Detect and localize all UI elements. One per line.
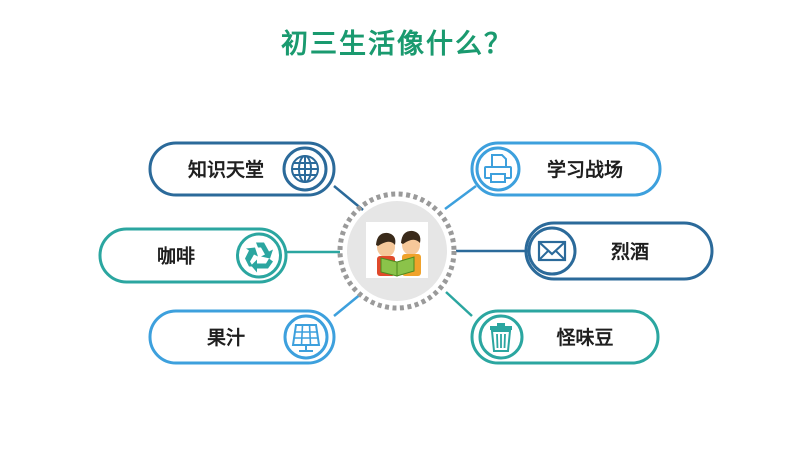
node-guaiweidou: 怪味豆 [470,309,660,365]
trash-icon [490,323,512,352]
node-label-guaiweidou: 怪味豆 [556,326,613,349]
printer-icon [484,154,512,183]
connector-xuexizhanchang [444,184,477,211]
node-guozhi: 果汁 [148,309,336,365]
connector-guozhi [333,292,363,317]
node-liejiu: 烈酒 [524,221,714,281]
node-pill [524,221,714,281]
solar-panel-icon [291,324,321,352]
node-xuexizhanchang: 学习战场 [470,141,662,197]
diagram-title: 初三生活像什么？ [281,29,513,60]
icon-circle [527,226,577,276]
mail-icon [537,240,567,262]
center-node [337,191,457,311]
recycle-icon [245,242,273,273]
node-kafei: 咖啡 [98,227,288,284]
connectors [286,184,526,317]
node-pill [470,141,662,197]
icon-circle [236,232,282,279]
two-children-reading-image [366,222,428,278]
icon-circle [475,146,521,192]
node-label-xuexizhanchang: 学习战场 [547,158,623,181]
globe-icon [291,155,319,183]
node-pill [98,227,288,284]
center-dashed-ring [337,191,457,311]
node-label-guozhi: 果汁 [206,326,245,349]
node-label-zhishitiantang: 知识天堂 [188,158,264,181]
node-label-kafei: 咖啡 [157,245,195,268]
nodes: 知识天堂 咖啡 果汁 学习战场 烈酒 怪味豆 [98,141,714,365]
node-zhishitiantang: 知识天堂 [148,141,336,197]
connector-guaiweidou [445,291,473,317]
node-label-liejiu: 烈酒 [611,241,649,263]
